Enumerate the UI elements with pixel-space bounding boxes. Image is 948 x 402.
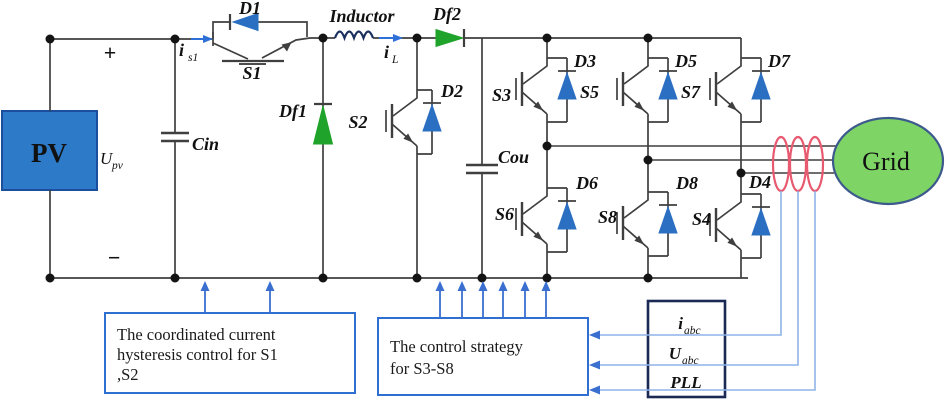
sensing-lines [589, 191, 816, 395]
plus-sign: + [104, 40, 117, 65]
s1-label: S1 [242, 63, 261, 83]
inverter-leg3-bottom: S4 D4 [692, 172, 771, 278]
grid-label: Grid [862, 147, 910, 176]
d5-label: D5 [674, 51, 697, 71]
pll-label: PLL [669, 373, 701, 392]
s3-label: S3 [492, 85, 511, 105]
cin-label: Cin [192, 134, 219, 154]
df1-label: Df1 [278, 101, 307, 121]
hysteresis-line2: hysteresis control for S1 [117, 345, 278, 364]
coil-phase-c [805, 135, 825, 193]
d3-label: D3 [573, 51, 596, 71]
switch-s2-branch: S2 D2 [348, 38, 463, 278]
df1-branch: Df1 [278, 38, 334, 278]
pv-box [1, 110, 98, 191]
cin-capacitor: Cin [161, 39, 219, 278]
inductor-coil [333, 30, 375, 42]
phase-output-lines [547, 145, 836, 174]
inductor-label: Inductor [328, 6, 395, 26]
d1-diode [231, 12, 259, 32]
strategy-control-box: The control strategy for S3-S8 [377, 281, 589, 396]
d4-label: D4 [748, 172, 771, 192]
s5-label: S5 [580, 82, 599, 102]
signal-box-frame [646, 299, 727, 399]
hysteresis-box-frame [104, 312, 356, 394]
hysteresis-line1: The coordinated current [117, 325, 276, 344]
upv-subscript: pv [111, 160, 124, 172]
cou-label: Cou [498, 147, 529, 167]
strategy-line1: The control strategy [390, 337, 524, 356]
is1-current-arrow: i s1 [179, 35, 213, 64]
pv-source: PV U pv + − [1, 39, 124, 278]
hysteresis-control-box: The coordinated current hysteresis contr… [104, 281, 356, 394]
s8-label: S8 [598, 207, 617, 227]
minus-sign: − [108, 245, 121, 270]
il-subscript: L [391, 54, 398, 66]
is1-subscript: s1 [188, 52, 198, 64]
d2-label: D2 [440, 81, 463, 101]
inductor: Inductor i L [323, 6, 417, 66]
inverter-leg1-top: S3 D3 S5 [492, 38, 599, 146]
inverter-leg3-top: D7 [708, 38, 791, 173]
s6-label: S6 [495, 204, 514, 224]
upv-label: U [100, 149, 114, 168]
d6-label: D6 [575, 173, 598, 193]
switch-s1: D1 S1 [212, 0, 323, 83]
coil-phase-b [788, 135, 808, 193]
dclink-cou: Cou [466, 37, 741, 278]
d1-label: D1 [238, 0, 261, 18]
d7-label: D7 [767, 51, 791, 71]
df2-label: Df2 [432, 4, 461, 24]
inverter-leg2-top: D5 S7 [615, 38, 701, 160]
grid-node: Grid [831, 116, 945, 206]
is1-label: i [179, 40, 184, 60]
pv-label: PV [31, 138, 67, 168]
d8-label: D8 [675, 173, 698, 193]
uabc-label: U [669, 344, 682, 363]
inverter-leg2-bottom: S8 D8 [598, 160, 698, 278]
junction-dots [45, 33, 746, 283]
signal-box: i abc U abc PLL [646, 299, 727, 399]
iabc-subscript: abc [684, 325, 701, 337]
df1-diode [312, 105, 334, 145]
s7-label: S7 [681, 82, 701, 102]
iabc-label: i [678, 314, 683, 333]
coil-phase-a [771, 135, 791, 193]
grid-ellipse [831, 116, 945, 206]
dc-rails [50, 38, 748, 279]
hysteresis-line3: ,S2 [117, 365, 139, 384]
s4-label: S4 [692, 209, 711, 229]
strategy-line2: for S3-S8 [390, 359, 454, 378]
inverter-leg1-bottom: S6 D6 [495, 146, 598, 278]
strategy-box-frame [377, 317, 589, 396]
uabc-subscript: abc [682, 355, 699, 367]
il-label: i [384, 42, 389, 62]
s2-label: S2 [348, 112, 367, 132]
transformer-coils [771, 135, 825, 193]
df2-diode: Df2 [417, 4, 482, 48]
